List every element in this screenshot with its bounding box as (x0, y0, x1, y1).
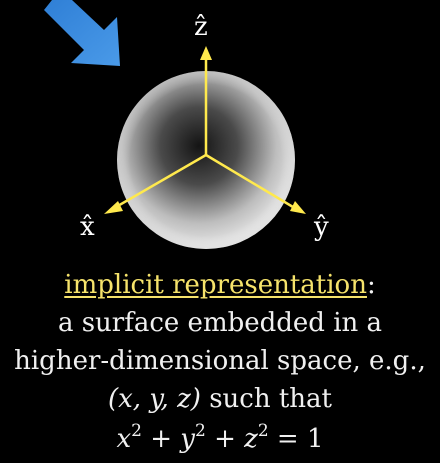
y-axis-label: ŷ (314, 212, 329, 242)
y-axis-arrowhead (290, 201, 306, 214)
z-axis-label: ẑ (194, 12, 208, 42)
x-axis-arrowhead (104, 201, 123, 214)
eq-y-exponent: 2 (194, 421, 206, 441)
eq-equals-one: = 1 (268, 424, 324, 454)
blue-arrow-icon (44, 0, 120, 66)
z-axis-arrowhead (200, 46, 212, 60)
eq-z: z (244, 424, 258, 454)
eq-x-exponent: 2 (131, 421, 142, 441)
heading: implicit representation: (0, 268, 440, 302)
eq-plus-2: + (205, 424, 245, 454)
coordinate-tuple: (x, y, z) (107, 384, 201, 414)
diagram-canvas (44, 0, 306, 249)
description-line-2: higher-dimensional space, e.g., (14, 346, 426, 376)
such-that-text: such that (200, 384, 333, 414)
coordinate-axes (104, 46, 306, 214)
sphere (117, 71, 295, 249)
description-line-3: (x, y, z) such that (0, 382, 440, 416)
implicit-representation-term: implicit representation (64, 270, 367, 300)
y-axis (204, 153, 295, 209)
eq-z-exponent: 2 (257, 421, 269, 441)
eq-y: y (180, 424, 195, 454)
eq-plus-1: + (141, 424, 181, 454)
description-line-1: a surface embedded in a (57, 308, 383, 338)
x-axis-label: x̂ (80, 212, 95, 242)
heading-colon: : (366, 270, 376, 300)
x-axis (114, 153, 208, 209)
sphere-equation: x2 + y2 + z2 = 1 (0, 422, 440, 456)
eq-x: x (116, 424, 132, 454)
